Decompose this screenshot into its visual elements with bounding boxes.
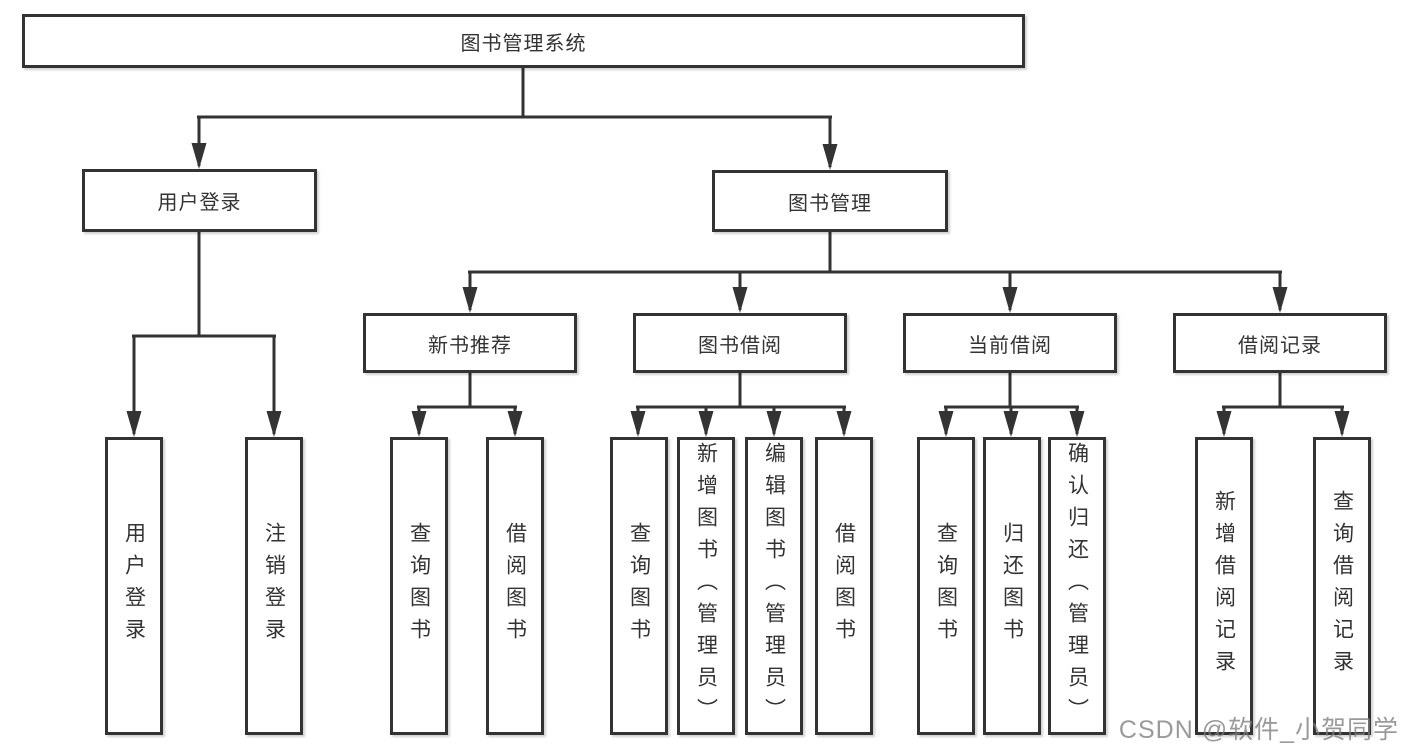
leaf-confirm-return-admin: 确认归还（管理员）	[1048, 437, 1106, 735]
leaf-query-books-current: 查询图书	[917, 437, 975, 735]
leaf-label: 编辑图书（管理员）	[762, 442, 786, 730]
connector-user-login-to-leaves	[126, 231, 282, 437]
node-user-login: 用户登录	[82, 169, 317, 232]
leaf-label: 查询图书	[934, 522, 958, 650]
connector-root-to-level2	[191, 68, 838, 170]
node-book-borrowing: 图书借阅	[633, 313, 847, 373]
leaf-label: 借阅图书	[832, 522, 856, 650]
node-current-borrowing: 当前借阅	[903, 313, 1117, 373]
node-book-management: 图书管理	[712, 170, 948, 232]
node-label: 图书管理	[788, 192, 872, 215]
leaf-query-books-borrowing: 查询图书	[610, 437, 668, 735]
node-label: 新书推荐	[428, 334, 512, 357]
leaf-label: 查询图书	[627, 522, 651, 650]
leaf-label: 查询借阅记录	[1330, 490, 1354, 682]
leaf-borrow-books-recommend: 借阅图书	[486, 437, 544, 735]
node-borrowing-records: 借阅记录	[1173, 313, 1387, 373]
leaf-user-login: 用户登录	[105, 437, 163, 735]
leaf-label: 确认归还（管理员）	[1065, 442, 1089, 730]
leaf-label: 注销登录	[262, 522, 286, 650]
leaf-label: 用户登录	[122, 522, 146, 650]
leaf-label: 新增图书（管理员）	[694, 442, 718, 730]
connector-borrowing-records-to-leaves	[1216, 373, 1350, 437]
leaf-add-borrow-record: 新增借阅记录	[1195, 437, 1253, 735]
connector-book-management-to-level3	[462, 232, 1288, 313]
leaf-label: 查询图书	[407, 522, 431, 650]
leaf-add-books-admin: 新增图书（管理员）	[677, 437, 735, 735]
leaf-return-books: 归还图书	[983, 437, 1041, 735]
node-label: 借阅记录	[1238, 334, 1322, 357]
node-label: 图书借阅	[698, 334, 782, 357]
csdn-watermark: CSDN @软件_小贺同学	[1118, 716, 1399, 744]
node-library-management-system: 图书管理系统	[22, 14, 1025, 68]
connector-current-borrowing-to-leaves	[938, 373, 1085, 437]
leaf-label: 归还图书	[1000, 522, 1024, 650]
connector-new-book-recommend-to-leaves	[411, 373, 523, 437]
connector-book-borrowing-to-leaves	[630, 373, 852, 437]
leaf-query-borrow-record: 查询借阅记录	[1313, 437, 1371, 735]
leaf-label: 借阅图书	[503, 522, 527, 650]
node-label: 用户登录	[157, 192, 242, 214]
node-label: 图书管理系统	[460, 32, 587, 55]
leaf-logout: 注销登录	[245, 437, 303, 735]
node-label: 当前借阅	[968, 334, 1052, 357]
leaf-edit-books-admin: 编辑图书（管理员）	[745, 437, 803, 735]
leaf-query-books-recommend: 查询图书	[390, 437, 448, 735]
leaf-label: 新增借阅记录	[1212, 490, 1236, 682]
leaf-borrow-books: 借阅图书	[815, 437, 873, 735]
node-new-book-recommend: 新书推荐	[363, 313, 577, 373]
